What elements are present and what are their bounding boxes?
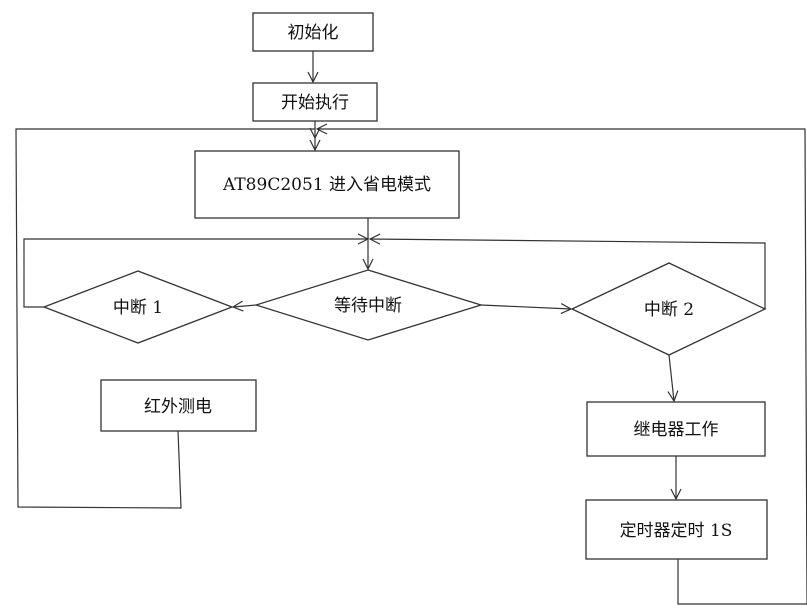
interrupt-1-diamond	[42, 270, 234, 344]
start-exec-label: 开始执行	[281, 93, 349, 113]
return-infrared-to-power-save	[15, 128, 315, 509]
return-interrupt-2-to-wait	[370, 239, 766, 309]
start-exec-box	[252, 82, 378, 122]
arrow-interrupt-2-to-relay	[669, 354, 674, 401]
interrupt-1-label: 中断 1	[113, 298, 163, 318]
arrow-wait-to-interrupt-2	[480, 305, 571, 309]
return-timer-to-power-save	[317, 129, 807, 605]
wait-interrupt-label: 等待中断	[334, 296, 402, 316]
arrow-wait-to-interrupt-1	[233, 305, 257, 307]
wait-interrupt-diamond	[253, 269, 484, 341]
interrupt-2-label: 中断 2	[644, 300, 694, 320]
power-save-label: AT89C2051 进入省电模式	[222, 175, 431, 195]
timer-box	[585, 499, 768, 560]
relay-work-label: 继电器工作	[634, 420, 719, 440]
relay-work-box	[586, 401, 766, 457]
infrared-detect-box	[100, 379, 257, 432]
return-interrupt-1-to-wait	[23, 239, 368, 308]
timer-label: 定时器定时 1S	[620, 521, 733, 541]
init-label: 初始化	[288, 23, 339, 43]
infrared-detect-label: 红外测电	[144, 397, 212, 417]
power-save-box	[194, 150, 460, 219]
init-box	[252, 12, 374, 52]
